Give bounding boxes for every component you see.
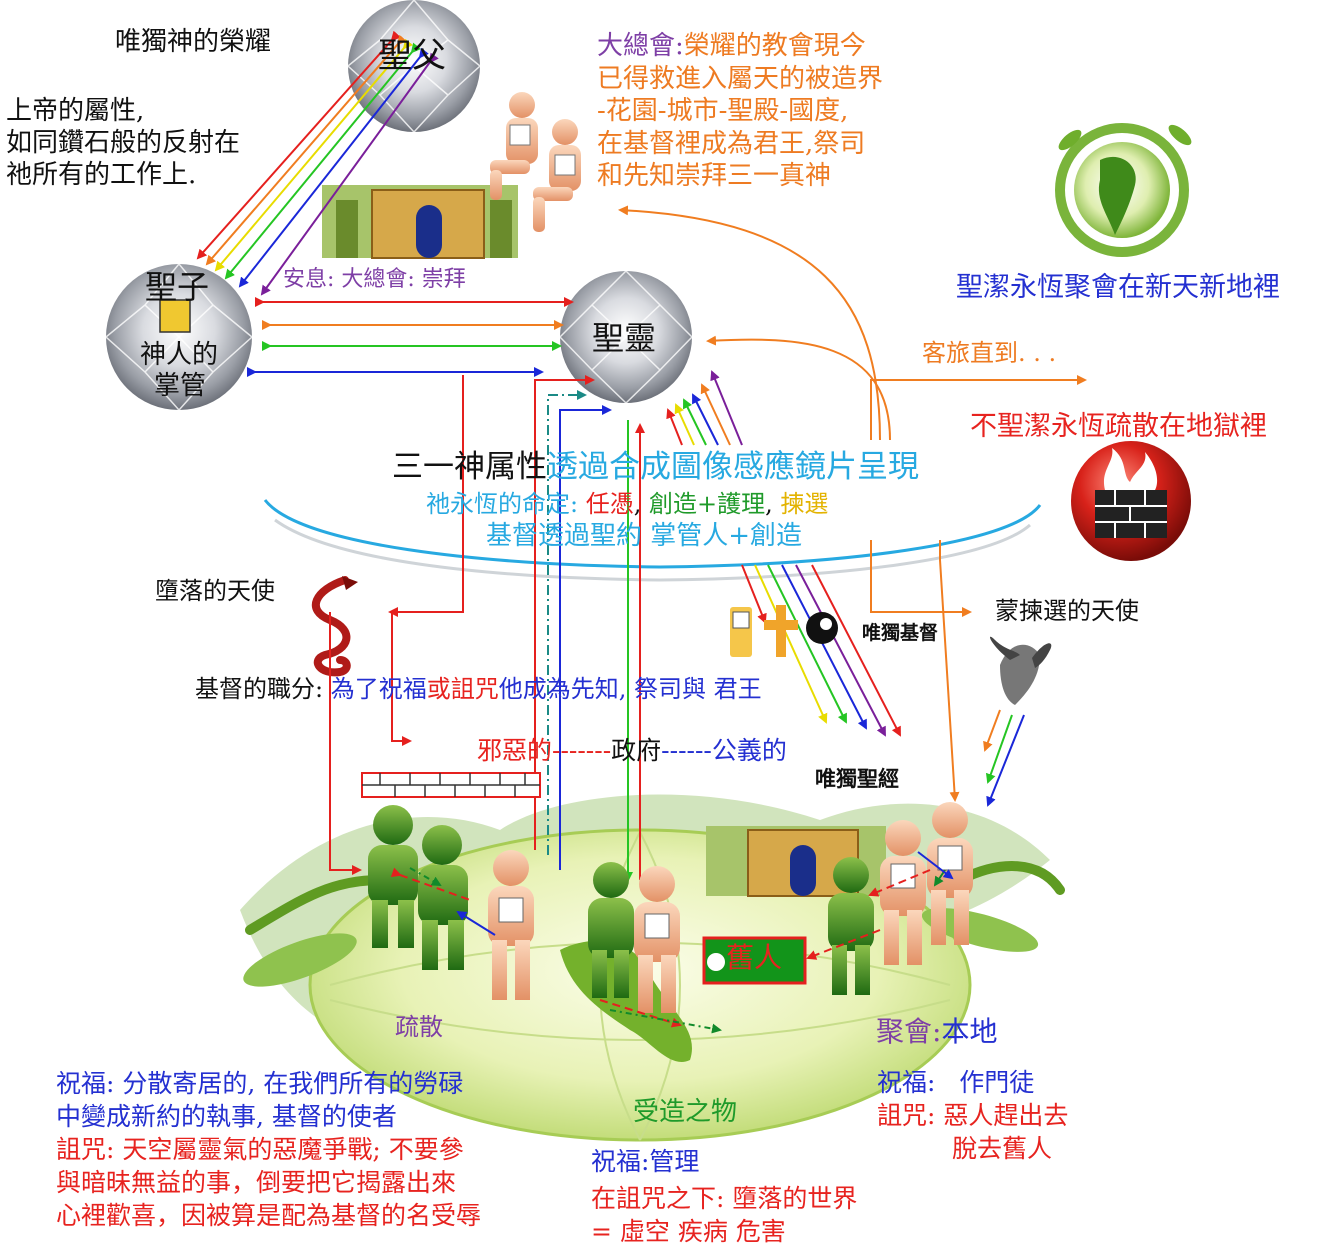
attributes-line-1: 上帝的屬性, xyxy=(6,96,145,126)
bottom-left-text: 祝福: 分散寄居的, 在我們所有的勞碌 中變成新約的執事, 基督的使者 詛咒: … xyxy=(56,1067,481,1232)
person-green-4 xyxy=(828,857,874,995)
assembly-line-3: -花園-城市-聖殿-國度, xyxy=(597,96,849,126)
person-believer-3 xyxy=(880,820,926,965)
elect-angels-label: 蒙揀選的天使 xyxy=(995,597,1139,625)
assembly-lead: 大總會: xyxy=(597,31,684,61)
son-spirit-arrows xyxy=(247,297,574,377)
government-label: 政府 xyxy=(611,736,662,765)
person-believer-4 xyxy=(927,802,973,945)
creation-curse: 在詛咒之下: 墮落的世界 = 虛空 疾病 危害 xyxy=(591,1182,857,1248)
only-scripture-label: 唯獨聖經 xyxy=(815,767,899,791)
son-label: 聖子 xyxy=(145,268,210,306)
sojourn-label: 客旅直到. . . xyxy=(922,339,1057,367)
holy-eternal-label: 聖潔永恆聚會在新天新地裡 xyxy=(956,272,1280,303)
center-line-1: 三一神属性透過合成圖像感應鏡片呈現 xyxy=(392,450,919,485)
person-believer-1 xyxy=(488,850,534,1000)
person-green-3 xyxy=(588,862,634,998)
creation-curse-2: = 虛空 疾病 危害 xyxy=(591,1217,786,1246)
scatter-label: 疏散 xyxy=(395,1013,443,1041)
unholy-eternal-label: 不聖潔永恆疏散在地獄裡 xyxy=(970,411,1267,442)
spirit-diamond xyxy=(558,269,694,405)
offices-line: 基督的職分: 為了祝福或詛咒他成為先知, 祭司與 君王 xyxy=(195,676,762,703)
government-line: 邪惡的-------政府------公義的 xyxy=(477,737,787,765)
attributes-line-3: 祂所有的工作上. xyxy=(6,159,197,190)
seated-worshippers-icon xyxy=(490,92,581,232)
gather-lead: 聚會: xyxy=(876,1015,942,1048)
son-sub-line-2: 掌管 xyxy=(154,371,207,402)
bottom-right-curse-2: 脫去舊人 xyxy=(952,1134,1053,1163)
assembly-text: 大總會:榮耀的教會現今 已得救進入屬天的被造界 -花園-城市-聖殿-國度, 在基… xyxy=(597,30,883,193)
christ-symbols-icon xyxy=(730,605,838,657)
offices-rest: 他成為先知, 祭司與 君王 xyxy=(498,675,762,703)
gather-local: 本地 xyxy=(941,1015,998,1048)
eagle-angel-icon xyxy=(990,636,1052,705)
center-line-2: 祂永恆的命定: 任憑, 創造+護理, 揀選 xyxy=(426,491,828,518)
center-line-1-cyan: 透過合成圖像感應鏡片呈現 xyxy=(547,449,919,485)
people-figures xyxy=(368,802,973,1013)
center-line-3: 基督透過聖約 掌管人+創造 xyxy=(486,521,803,551)
bottom-left-curse-2: 與暗昧無益的事，倒要把它揭露出來 xyxy=(56,1168,457,1197)
center-line-2-d: 創造+護理 xyxy=(648,490,766,518)
center-line-2-b: 任憑 xyxy=(585,490,634,518)
government-righteous: 公義的 xyxy=(711,736,787,765)
center-line-1-black: 三一神属性 xyxy=(392,449,547,485)
fallen-angels-label: 墮落的天使 xyxy=(155,577,275,605)
only-christ-label: 唯獨基督 xyxy=(862,622,939,644)
person-believer-2 xyxy=(634,866,680,1013)
government-evil: 邪惡的 xyxy=(477,736,553,765)
bottom-left-bless-1: 祝福: 分散寄居的, 在我們所有的勞碌 xyxy=(56,1069,464,1098)
assembly-line-1: 榮耀的教會現今 xyxy=(683,31,866,61)
wall-icon xyxy=(361,772,541,798)
spirit-label: 聖靈 xyxy=(592,319,657,357)
person-green-1 xyxy=(368,805,418,948)
lens-graphic xyxy=(263,499,1042,582)
offices-curse: 或詛咒 xyxy=(426,675,499,703)
glory-of-god-alone: 唯獨神的榮耀 xyxy=(115,27,272,57)
offices-lead: 基督的職分: xyxy=(195,675,331,703)
assembly-line-2: 已得救進入屬天的被造界 xyxy=(597,63,884,94)
attributes-line-2: 如同鑽石般的反射在 xyxy=(6,127,241,158)
father-to-son-arrows xyxy=(196,30,439,296)
bottom-right-curse-1: 詛咒: 惡人趕出去 xyxy=(877,1101,1069,1130)
hell-fire-icon xyxy=(1071,441,1191,561)
dragon-icon xyxy=(312,576,358,677)
creation-title: 受造之物 xyxy=(633,1097,738,1127)
center-line-2-f: 揀選 xyxy=(780,490,829,518)
gather-label: 聚會:本地 xyxy=(876,1016,997,1047)
center-line-2-e: , xyxy=(765,490,781,518)
person-green-2 xyxy=(418,825,468,970)
son-sub-line-1: 神人的 xyxy=(140,340,219,370)
creation-curse-1: 在詛咒之下: 墮落的世界 xyxy=(591,1184,858,1213)
assembly-line-4: 在基督裡成為君王,祭司 xyxy=(597,128,866,159)
government-dash-2: ------ xyxy=(661,736,712,765)
son-sub-label: 神人的 掌管 xyxy=(140,340,218,402)
new-earth-globe-icon xyxy=(1055,123,1192,257)
center-line-2-a: 祂永恆的命定: xyxy=(426,490,586,518)
bottom-left-curse-3: 心裡歡喜，因被算是配為基督的名受辱 xyxy=(56,1201,482,1230)
bottom-right-text: 祝福: 作門徒 詛咒: 惡人趕出去 脫去舊人 xyxy=(877,1066,1068,1165)
father-label: 聖父 xyxy=(378,36,446,76)
offices-blessing: 為了祝福 xyxy=(330,675,427,703)
son-diamond xyxy=(104,262,254,412)
bottom-left-curse-1: 詛咒: 天空屬靈氣的惡魔爭戰; 不要參 xyxy=(56,1135,464,1164)
descending-arrows xyxy=(329,205,1087,882)
old-man-label: 舊人 xyxy=(726,941,783,974)
rest-worship-label: 安息: 大總會: 崇拜 xyxy=(283,267,466,292)
government-dash-1: ------- xyxy=(552,736,612,765)
bottom-left-bless-2: 中變成新約的執事, 基督的使者 xyxy=(56,1102,397,1131)
people-interaction-arrows xyxy=(390,851,954,1034)
creation-bless: 祝福:管理 xyxy=(591,1147,700,1176)
center-line-2-c: , xyxy=(633,490,649,518)
attributes-text: 上帝的屬性, 如同鑽石般的反射在 祂所有的工作上. xyxy=(6,96,240,192)
assembly-line-5: 和先知崇拜三一真神 xyxy=(597,161,832,191)
bottom-right-bless: 祝福: 作門徒 xyxy=(877,1068,1035,1097)
temple-picture-top xyxy=(322,185,518,259)
